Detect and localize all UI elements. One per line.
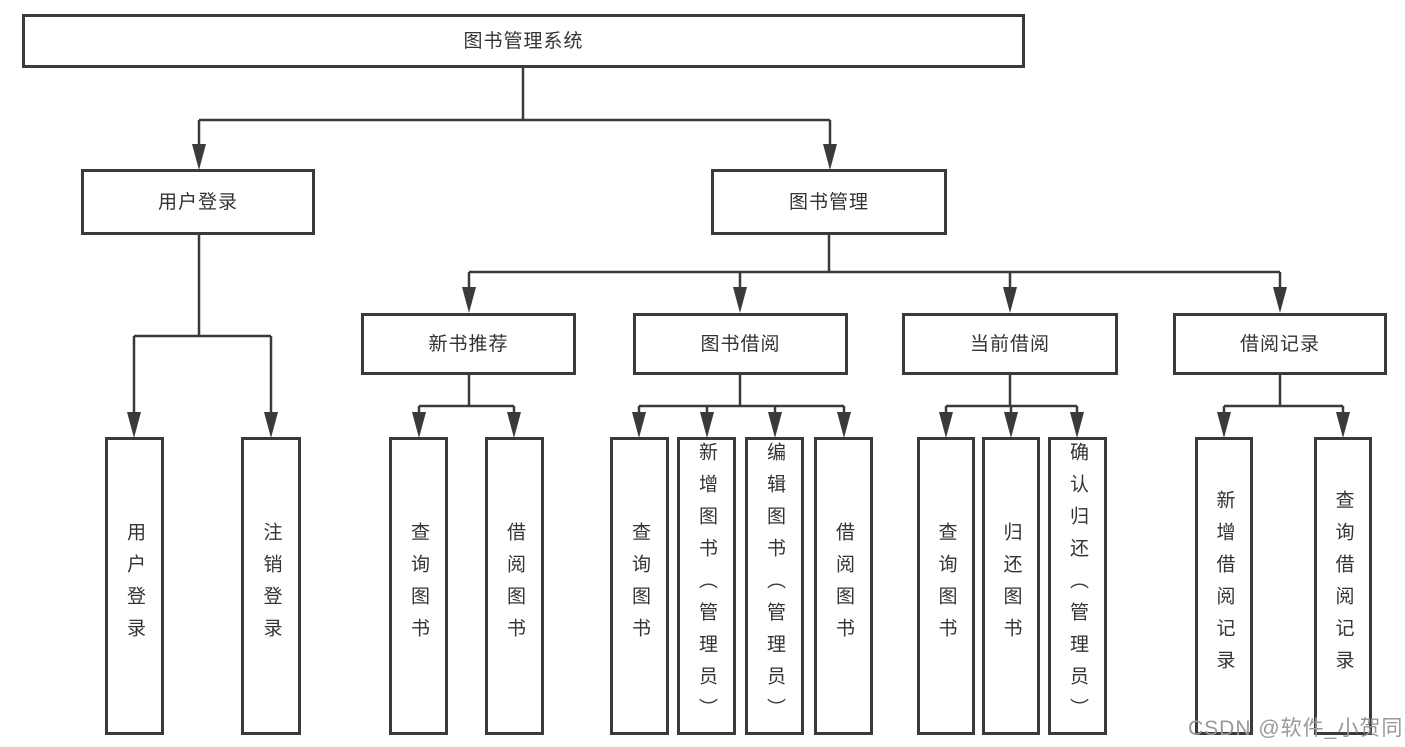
arrowhead bbox=[127, 412, 141, 438]
leaf-add-book-admin-label: 新增图书（管理员） bbox=[696, 442, 717, 730]
arrowhead bbox=[507, 412, 521, 438]
arrowhead bbox=[823, 144, 837, 170]
node-borrow-records-label: 借阅记录 bbox=[1239, 333, 1320, 355]
leaf-query-books-borrow-label: 查询图书 bbox=[629, 522, 650, 650]
arrowhead bbox=[1004, 412, 1018, 438]
leaf-query-books-borrow: 查询图书 bbox=[610, 437, 669, 735]
leaf-confirm-return-admin: 确认归还（管理员） bbox=[1048, 437, 1107, 735]
leaf-borrow-books: 借阅图书 bbox=[814, 437, 873, 735]
leaf-query-borrow-record: 查询借阅记录 bbox=[1314, 437, 1372, 735]
connector-borrow-to-leaves bbox=[632, 375, 851, 438]
arrowhead bbox=[768, 412, 782, 438]
leaf-logout-label: 注销登录 bbox=[260, 522, 282, 650]
arrowhead bbox=[733, 287, 747, 313]
arrowhead bbox=[700, 412, 714, 438]
node-book-borrow-label: 图书借阅 bbox=[700, 333, 781, 355]
node-current-borrow: 当前借阅 bbox=[902, 313, 1118, 375]
arrowhead bbox=[939, 412, 953, 438]
leaf-add-book-admin: 新增图书（管理员） bbox=[677, 437, 736, 735]
leaf-query-borrow-record-label: 查询借阅记录 bbox=[1332, 490, 1354, 682]
arrowhead bbox=[1003, 287, 1017, 313]
leaf-query-books-current: 查询图书 bbox=[917, 437, 975, 735]
node-book-management: 图书管理 bbox=[711, 169, 947, 235]
node-new-book-recommend-label: 新书推荐 bbox=[428, 333, 509, 355]
connector-root-to-level2 bbox=[192, 68, 837, 170]
leaf-borrow-books-recommend: 借阅图书 bbox=[485, 437, 544, 735]
leaf-add-borrow-record-label: 新增借阅记录 bbox=[1213, 490, 1235, 682]
leaf-user-login-label: 用户登录 bbox=[124, 522, 145, 650]
arrowhead bbox=[1070, 412, 1084, 438]
node-book-borrow: 图书借阅 bbox=[633, 313, 848, 375]
leaf-borrow-books-recommend-label: 借阅图书 bbox=[504, 522, 525, 650]
node-book-management-label: 图书管理 bbox=[788, 191, 869, 213]
connector-records-to-leaves bbox=[1217, 375, 1350, 438]
arrowhead bbox=[192, 144, 206, 170]
node-new-book-recommend: 新书推荐 bbox=[361, 313, 576, 375]
leaf-return-book: 归还图书 bbox=[982, 437, 1040, 735]
leaf-add-borrow-record: 新增借阅记录 bbox=[1195, 437, 1253, 735]
arrowhead bbox=[837, 412, 851, 438]
arrowhead bbox=[462, 287, 476, 313]
arrowhead bbox=[412, 412, 426, 438]
leaf-edit-book-admin-label: 编辑图书（管理员） bbox=[764, 442, 785, 730]
arrowhead bbox=[1336, 412, 1350, 438]
node-root: 图书管理系统 bbox=[22, 14, 1025, 68]
node-borrow-records: 借阅记录 bbox=[1173, 313, 1387, 375]
arrowhead bbox=[1273, 287, 1287, 313]
node-user-login: 用户登录 bbox=[81, 169, 315, 235]
leaf-user-login: 用户登录 bbox=[105, 437, 164, 735]
connector-current-to-leaves bbox=[939, 375, 1084, 438]
leaf-borrow-books-label: 借阅图书 bbox=[833, 522, 854, 650]
leaf-confirm-return-admin-label: 确认归还（管理员） bbox=[1067, 442, 1088, 730]
leaf-return-book-label: 归还图书 bbox=[1000, 522, 1022, 650]
leaf-query-books-recommend: 查询图书 bbox=[389, 437, 448, 735]
arrowhead bbox=[1217, 412, 1231, 438]
connector-recommend-to-leaves bbox=[412, 375, 521, 438]
node-current-borrow-label: 当前借阅 bbox=[969, 333, 1050, 355]
arrowhead bbox=[264, 412, 278, 438]
arrowhead bbox=[632, 412, 646, 438]
watermark: CSDN @软件_小贺同学 bbox=[1188, 717, 1405, 740]
node-user-login-label: 用户登录 bbox=[157, 191, 238, 213]
leaf-edit-book-admin: 编辑图书（管理员） bbox=[745, 437, 804, 735]
leaf-query-books-current-label: 查询图书 bbox=[935, 522, 957, 650]
node-root-label: 图书管理系统 bbox=[463, 30, 584, 52]
connector-book-mgmt-to-level3 bbox=[462, 235, 1287, 313]
connector-user-login-to-leaves bbox=[127, 235, 278, 438]
leaf-logout: 注销登录 bbox=[241, 437, 301, 735]
leaf-query-books-recommend-label: 查询图书 bbox=[408, 522, 429, 650]
